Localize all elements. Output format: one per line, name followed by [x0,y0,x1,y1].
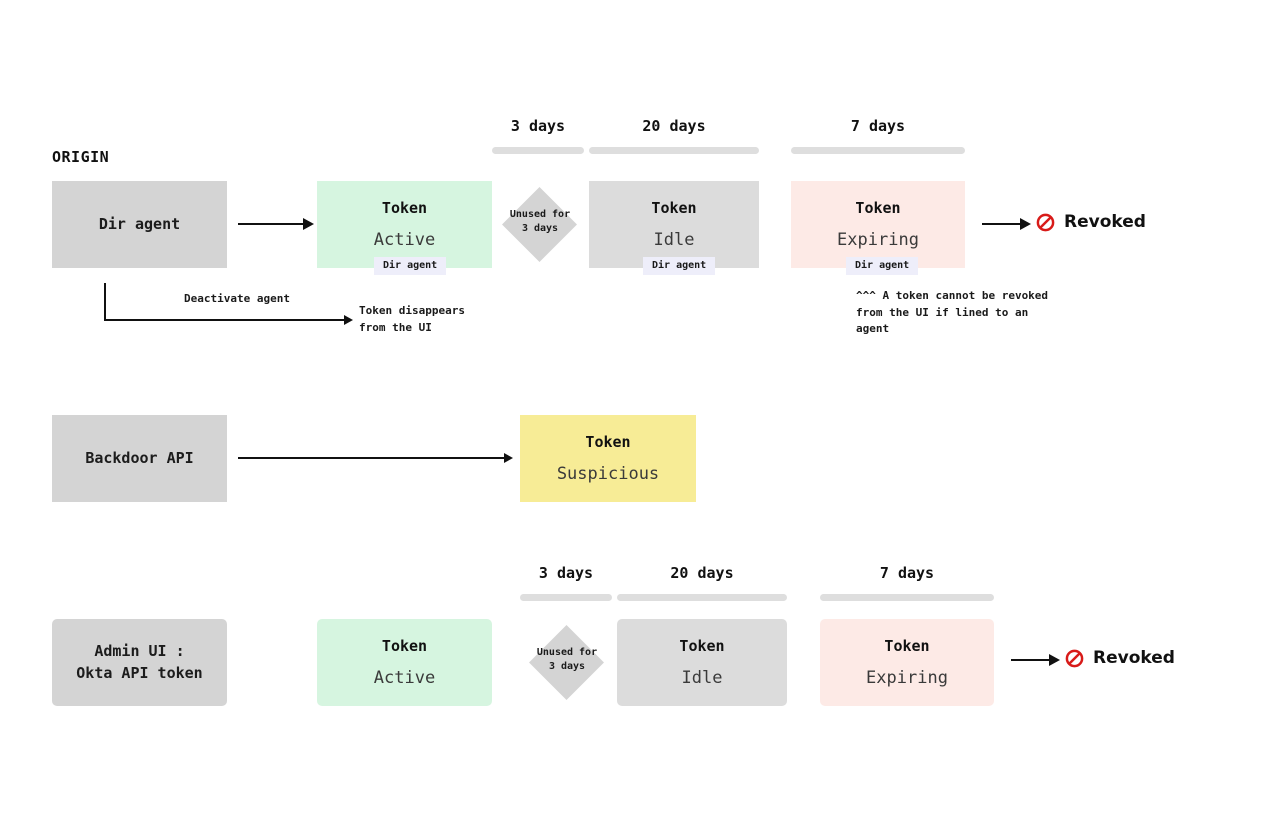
state-title: Token [884,636,930,655]
arrow-head-icon [303,218,314,230]
source-box-admin-ui-okta-api-token[interactable]: Admin UI : Okta API token [52,619,227,706]
arrow-head-icon [1020,218,1031,230]
state-status: Suspicious [556,463,660,484]
arrow-head-icon [504,453,513,463]
duration-label-3-days-top: 3 days [510,117,566,135]
source-box-dir-agent[interactable]: Dir agent [52,181,227,268]
state-title: Token [381,198,428,217]
arrow-head-icon [1049,654,1060,666]
terminal-revoked-top[interactable]: Revoked [1036,212,1146,232]
arrow-backdoor-to-suspicious [238,457,508,459]
tag-dir-agent-idle: Dir agent [643,257,716,275]
arrow-head-icon [344,315,353,325]
state-box-token-idle-admin[interactable]: Token Idle [617,619,787,706]
decision-label-unused-top: Unused for 3 days [509,209,571,234]
duration-bar-3-days-bottom [520,594,612,601]
tag-dir-agent-expiring: Dir agent [846,257,919,275]
state-title: Token [679,636,725,655]
branch-target-token-disappears: Token disappears from the UI [359,304,465,334]
state-title: Token [855,198,901,217]
note-token-cannot-be-revoked: ^^^ A token cannot be revoked from the U… [856,289,1049,335]
duration-label-20-days-top: 20 days [642,117,706,135]
state-box-token-active-admin[interactable]: Token Active [317,619,492,706]
decision-label-unused-bottom: Unused for 3 days [536,647,598,672]
state-status: Expiring [837,229,919,250]
source-box-backdoor-api[interactable]: Backdoor API [52,415,227,502]
branch-vertical-line [104,283,106,321]
state-title: Token [651,198,697,217]
terminal-revoked-bottom[interactable]: Revoked [1065,648,1175,668]
duration-bar-3-days-top [492,147,584,154]
edge-label-deactivate-agent: Deactivate agent [184,292,290,305]
duration-bar-7-days-bottom [820,594,994,601]
state-box-token-active[interactable]: Token Active [317,181,492,268]
prohibited-icon [1065,649,1084,668]
state-status: Active [373,229,436,250]
arrow-dir-agent-to-active [238,223,306,225]
prohibited-icon [1036,213,1055,232]
duration-label-7-days-bottom: 7 days [879,564,935,582]
duration-bar-20-days-bottom [617,594,787,601]
duration-label-20-days-bottom: 20 days [670,564,734,582]
state-box-token-expiring-admin[interactable]: Token Expiring [820,619,994,706]
state-box-token-suspicious[interactable]: Token Suspicious [520,415,696,502]
state-status: Idle [653,229,695,250]
arrow-expiring-to-revoked-bottom [1011,659,1053,661]
duration-label-3-days-bottom: 3 days [538,564,594,582]
state-status: Expiring [866,667,948,688]
duration-bar-7-days-top [791,147,965,154]
terminal-label: Revoked [1064,212,1146,232]
state-title: Token [381,636,428,655]
state-status: Active [373,667,436,688]
state-box-token-idle[interactable]: Token Idle [589,181,759,268]
arrow-deactivate-agent [104,319,347,321]
state-title: Token [585,432,631,451]
arrow-expiring-to-revoked [982,223,1024,225]
duration-bar-20-days-top [589,147,759,154]
duration-label-7-days-top: 7 days [850,117,906,135]
terminal-label: Revoked [1093,648,1175,668]
state-box-token-expiring[interactable]: Token Expiring [791,181,965,268]
tag-dir-agent-active: Dir agent [374,257,447,275]
state-status: Idle [681,667,723,688]
origin-label: ORIGIN [52,148,110,166]
